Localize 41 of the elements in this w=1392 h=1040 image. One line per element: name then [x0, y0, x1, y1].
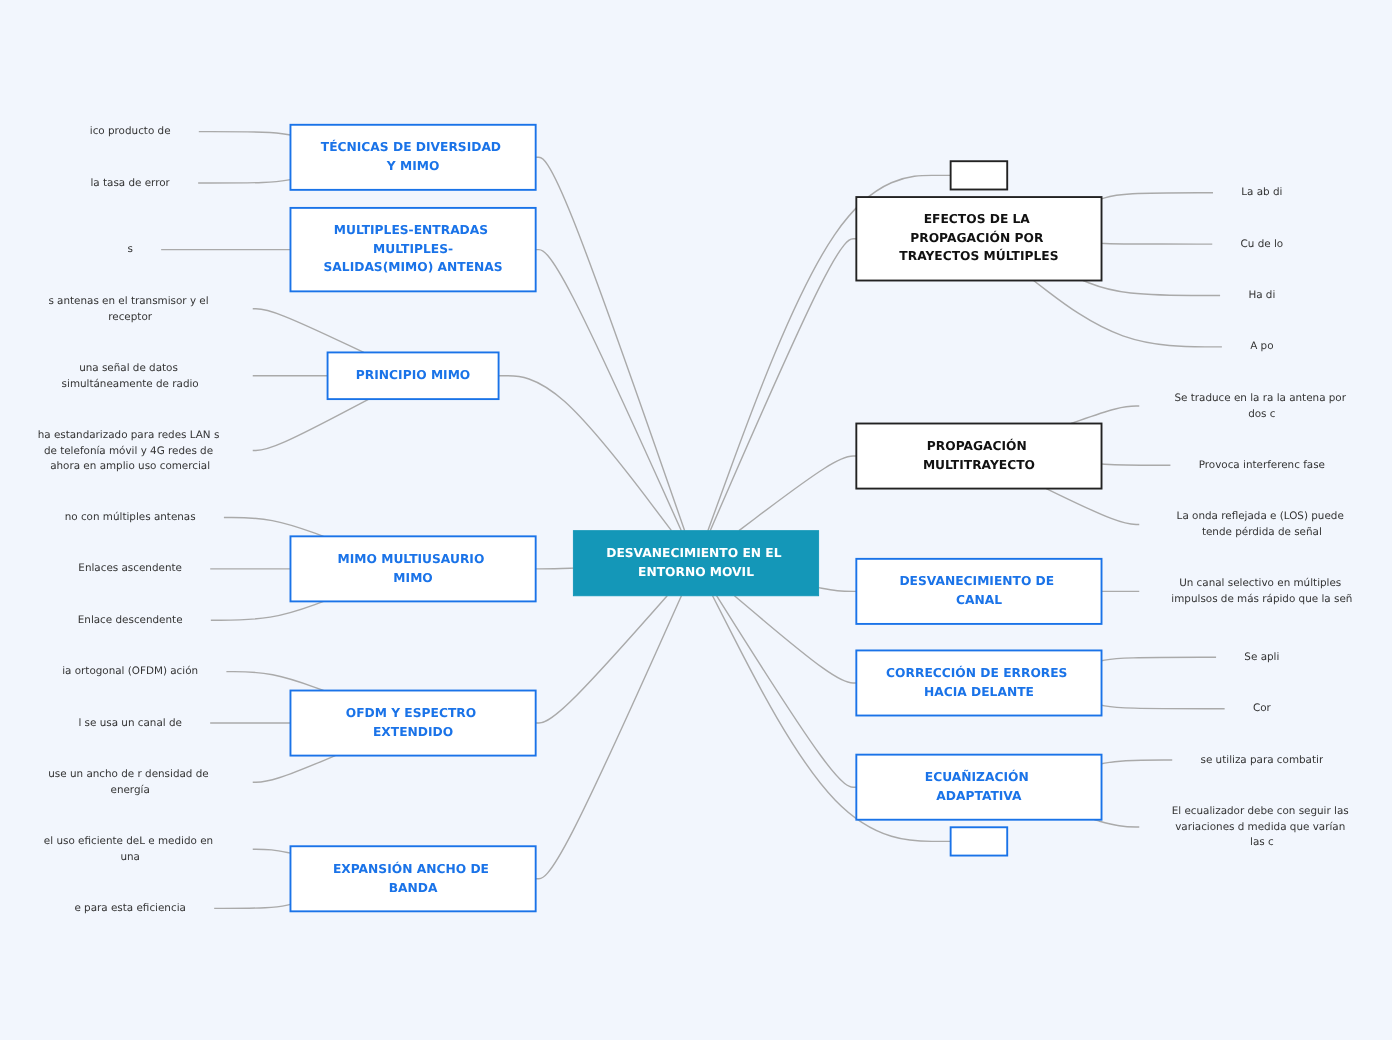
connector — [252, 398, 370, 452]
connector — [1093, 819, 1140, 828]
connector — [738, 455, 858, 532]
connector — [209, 722, 292, 724]
connector — [252, 754, 336, 783]
connector — [160, 248, 292, 251]
connector — [252, 375, 329, 377]
connector — [1100, 242, 1213, 245]
connector — [534, 595, 683, 880]
connector — [733, 595, 858, 684]
connector — [1070, 405, 1140, 425]
connector — [534, 595, 668, 724]
connector — [1100, 759, 1173, 765]
connector — [1082, 279, 1221, 297]
connector — [709, 238, 858, 532]
connector — [497, 375, 673, 532]
connector — [534, 248, 683, 532]
node-box — [949, 160, 1009, 191]
connector — [534, 567, 575, 570]
connector — [198, 130, 292, 136]
connector — [1100, 656, 1217, 662]
connector — [197, 178, 292, 184]
connector — [1100, 704, 1226, 710]
connector — [252, 848, 292, 854]
connector — [210, 600, 325, 621]
connector — [252, 308, 365, 354]
connector — [1100, 192, 1214, 200]
connector — [1100, 463, 1172, 466]
connector — [817, 586, 858, 593]
connector — [711, 595, 952, 843]
connector — [534, 156, 686, 532]
connector — [1100, 590, 1140, 593]
connector — [1032, 279, 1223, 348]
connector — [213, 903, 292, 910]
connector — [707, 174, 952, 532]
connector — [225, 670, 325, 692]
connector — [209, 568, 292, 570]
connector — [1045, 487, 1140, 526]
connector — [223, 516, 325, 538]
connector — [715, 595, 858, 788]
node-box — [949, 826, 1009, 857]
